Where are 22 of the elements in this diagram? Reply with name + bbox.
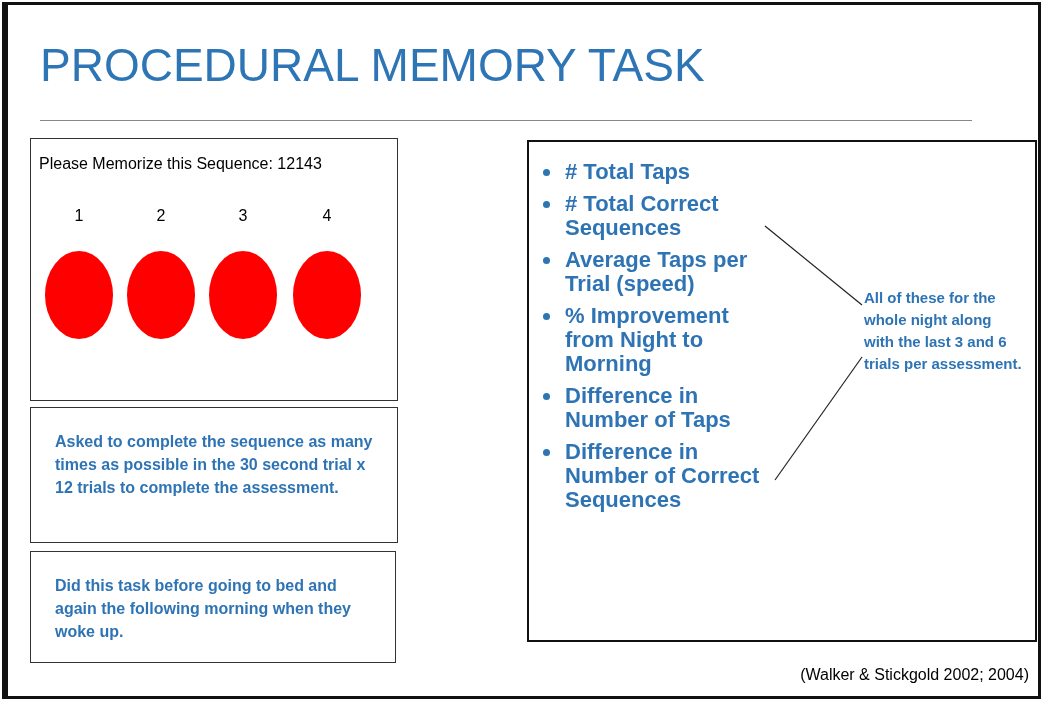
bullet-item: Difference in Number of Taps bbox=[541, 384, 766, 432]
leader-line bbox=[774, 356, 863, 481]
instruction-text: Please Memorize this Sequence: 12143 bbox=[39, 155, 323, 173]
text-panel bbox=[30, 551, 396, 663]
bullet-item: % Improvement from Night to Morning bbox=[541, 304, 766, 376]
slide-title: PROCEDURAL MEMORY TASK bbox=[40, 38, 705, 92]
bullet-item: # Total Correct Sequences bbox=[541, 192, 766, 240]
bullet-list-panel bbox=[527, 140, 1037, 642]
note-text: All of these for the whole night along with the last 3 and 6 trials per assessment. bbox=[864, 287, 1024, 375]
description-text: Did this task before going to bed and again the following morning when they woke up. bbox=[55, 576, 352, 642]
number-label: 3 bbox=[237, 207, 249, 225]
description-text: Asked to complete the sequence as many times as possible in the 30 second trial x 12 trials to complete the assessment. bbox=[55, 432, 374, 498]
number-label: 2 bbox=[155, 207, 167, 225]
leader-line bbox=[764, 225, 863, 306]
number-label: 1 bbox=[73, 207, 85, 225]
bullet-item: Difference in Number of Correct Sequences bbox=[541, 440, 766, 512]
bullet-item: # Total Taps bbox=[541, 160, 766, 184]
citation-text: (Walker & Stickgold 2002; 2004) bbox=[800, 666, 1029, 684]
number-label: 4 bbox=[321, 207, 333, 225]
text-panel bbox=[30, 407, 398, 543]
text-panel bbox=[30, 138, 398, 401]
bullet-item: Average Taps per Trial (speed) bbox=[541, 248, 766, 296]
